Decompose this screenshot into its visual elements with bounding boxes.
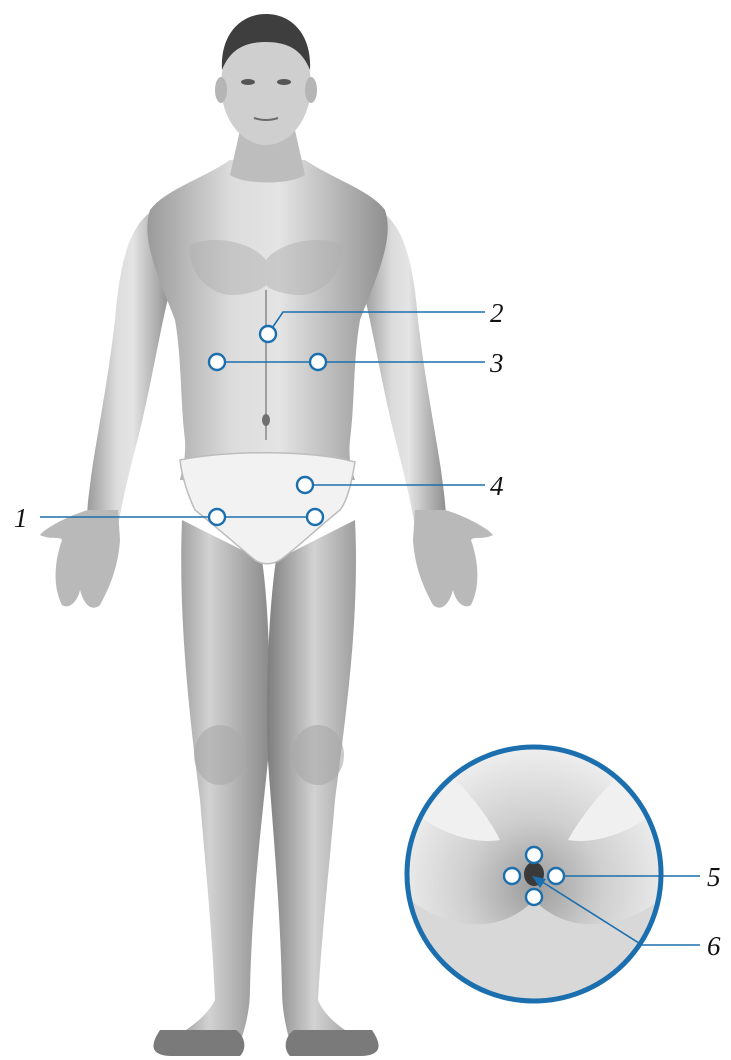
marker-1-left — [209, 509, 225, 525]
marker-5-right — [548, 868, 564, 884]
navel — [262, 414, 270, 426]
left-ear — [215, 77, 227, 103]
label-4: 4 — [490, 471, 504, 501]
left-knee — [194, 725, 246, 785]
right-eye — [277, 79, 291, 85]
label-5: 5 — [707, 862, 721, 892]
marker-5-left — [504, 868, 520, 884]
marker-1-right — [307, 509, 323, 525]
marker-4 — [297, 477, 313, 493]
marker-5-top — [526, 847, 542, 863]
label-6: 6 — [707, 931, 721, 961]
torso — [147, 160, 387, 480]
label-2: 2 — [490, 298, 504, 328]
label-1: 1 — [14, 503, 28, 533]
marker-3-right — [310, 354, 326, 370]
marker-3-left — [209, 354, 225, 370]
inset-magnifier — [400, 740, 668, 1010]
right-knee — [292, 725, 344, 785]
marker-5-bottom — [526, 889, 542, 905]
left-eye — [241, 79, 255, 85]
right-foot — [286, 1030, 379, 1056]
left-hand — [40, 510, 120, 608]
label-3: 3 — [489, 348, 504, 378]
marker-2 — [260, 326, 276, 342]
right-hand — [413, 510, 493, 608]
left-foot — [153, 1030, 244, 1056]
right-ear — [305, 77, 317, 103]
